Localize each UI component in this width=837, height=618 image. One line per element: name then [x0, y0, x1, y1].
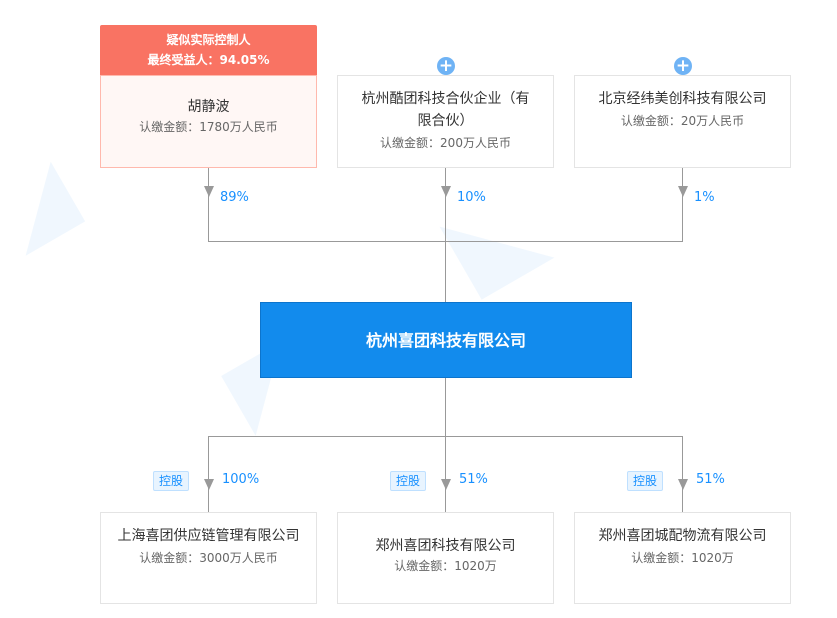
target-company-box[interactable]: 杭州喜团科技有限公司	[260, 302, 632, 378]
shareholder-name: 杭州酷团科技合伙企业（有限合伙）	[361, 91, 530, 129]
arrow-down-icon	[204, 479, 214, 490]
arrow-down-icon	[441, 186, 451, 197]
connector-line	[445, 168, 446, 302]
connector-line	[682, 436, 683, 512]
shareholder-amount: 认缴金额：20万人民币	[620, 114, 745, 128]
share-percent: 51%	[696, 472, 725, 487]
subsidiary-name: 上海喜团供应链管理有限公司	[117, 528, 300, 544]
subsidiary-name: 郑州喜团科技有限公司	[375, 538, 516, 554]
holding-tag: 控股	[390, 471, 427, 491]
holding-tag: 控股	[627, 471, 664, 491]
shareholder-card-2[interactable]: 杭州酷团科技合伙企业（有限合伙） 认缴金额：200万人民币	[337, 75, 554, 168]
subsidiary-card-3[interactable]: 郑州喜团城配物流有限公司 认缴金额：1020万	[574, 512, 791, 604]
plus-circle-icon[interactable]: +	[674, 56, 692, 76]
shareholder-amount: 认缴金额：1780万人民币	[139, 120, 278, 134]
share-percent: 10%	[457, 190, 486, 205]
shareholder-name: 胡静波	[187, 99, 230, 115]
share-percent: 1%	[694, 190, 715, 205]
connector-line	[682, 168, 683, 242]
share-percent: 100%	[222, 472, 260, 487]
subsidiary-card-2[interactable]: 郑州喜团科技有限公司 认缴金额：1020万	[337, 512, 554, 604]
subsidiary-amount: 认缴金额：1020万	[394, 559, 497, 573]
shareholder-amount: 认缴金额：200万人民币	[380, 136, 511, 150]
holding-tag: 控股	[153, 471, 190, 491]
share-percent: 51%	[459, 472, 488, 487]
share-percent: 89%	[220, 190, 249, 205]
connector-line	[208, 436, 209, 512]
connector-line	[208, 241, 683, 242]
subsidiary-amount: 认缴金额：1020万	[631, 551, 734, 565]
plus-circle-icon[interactable]: +	[437, 56, 455, 76]
subsidiary-name: 郑州喜团城配物流有限公司	[598, 528, 767, 544]
shareholder-name: 北京经纬美创科技有限公司	[598, 91, 767, 107]
connector-line	[445, 378, 446, 512]
connector-line	[208, 436, 683, 437]
actual-controller-banner: 疑似实际控制人 最终受益人：94.05%	[100, 25, 317, 75]
shareholder-card-1[interactable]: 胡静波 认缴金额：1780万人民币	[100, 75, 317, 168]
subsidiary-amount: 认缴金额：3000万人民币	[139, 551, 278, 565]
arrow-down-icon	[678, 479, 688, 490]
watermark: ◢	[0, 139, 91, 266]
actual-controller-label: 疑似实际控制人	[166, 33, 251, 47]
shareholder-card-3[interactable]: 北京经纬美创科技有限公司 认缴金额：20万人民币	[574, 75, 791, 168]
subsidiary-card-1[interactable]: 上海喜团供应链管理有限公司 认缴金额：3000万人民币	[100, 512, 317, 604]
arrow-down-icon	[204, 186, 214, 197]
arrow-down-icon	[678, 186, 688, 197]
ultimate-beneficiary-label: 最终受益人：94.05%	[147, 53, 270, 67]
arrow-down-icon	[441, 479, 451, 490]
connector-line	[208, 168, 209, 242]
